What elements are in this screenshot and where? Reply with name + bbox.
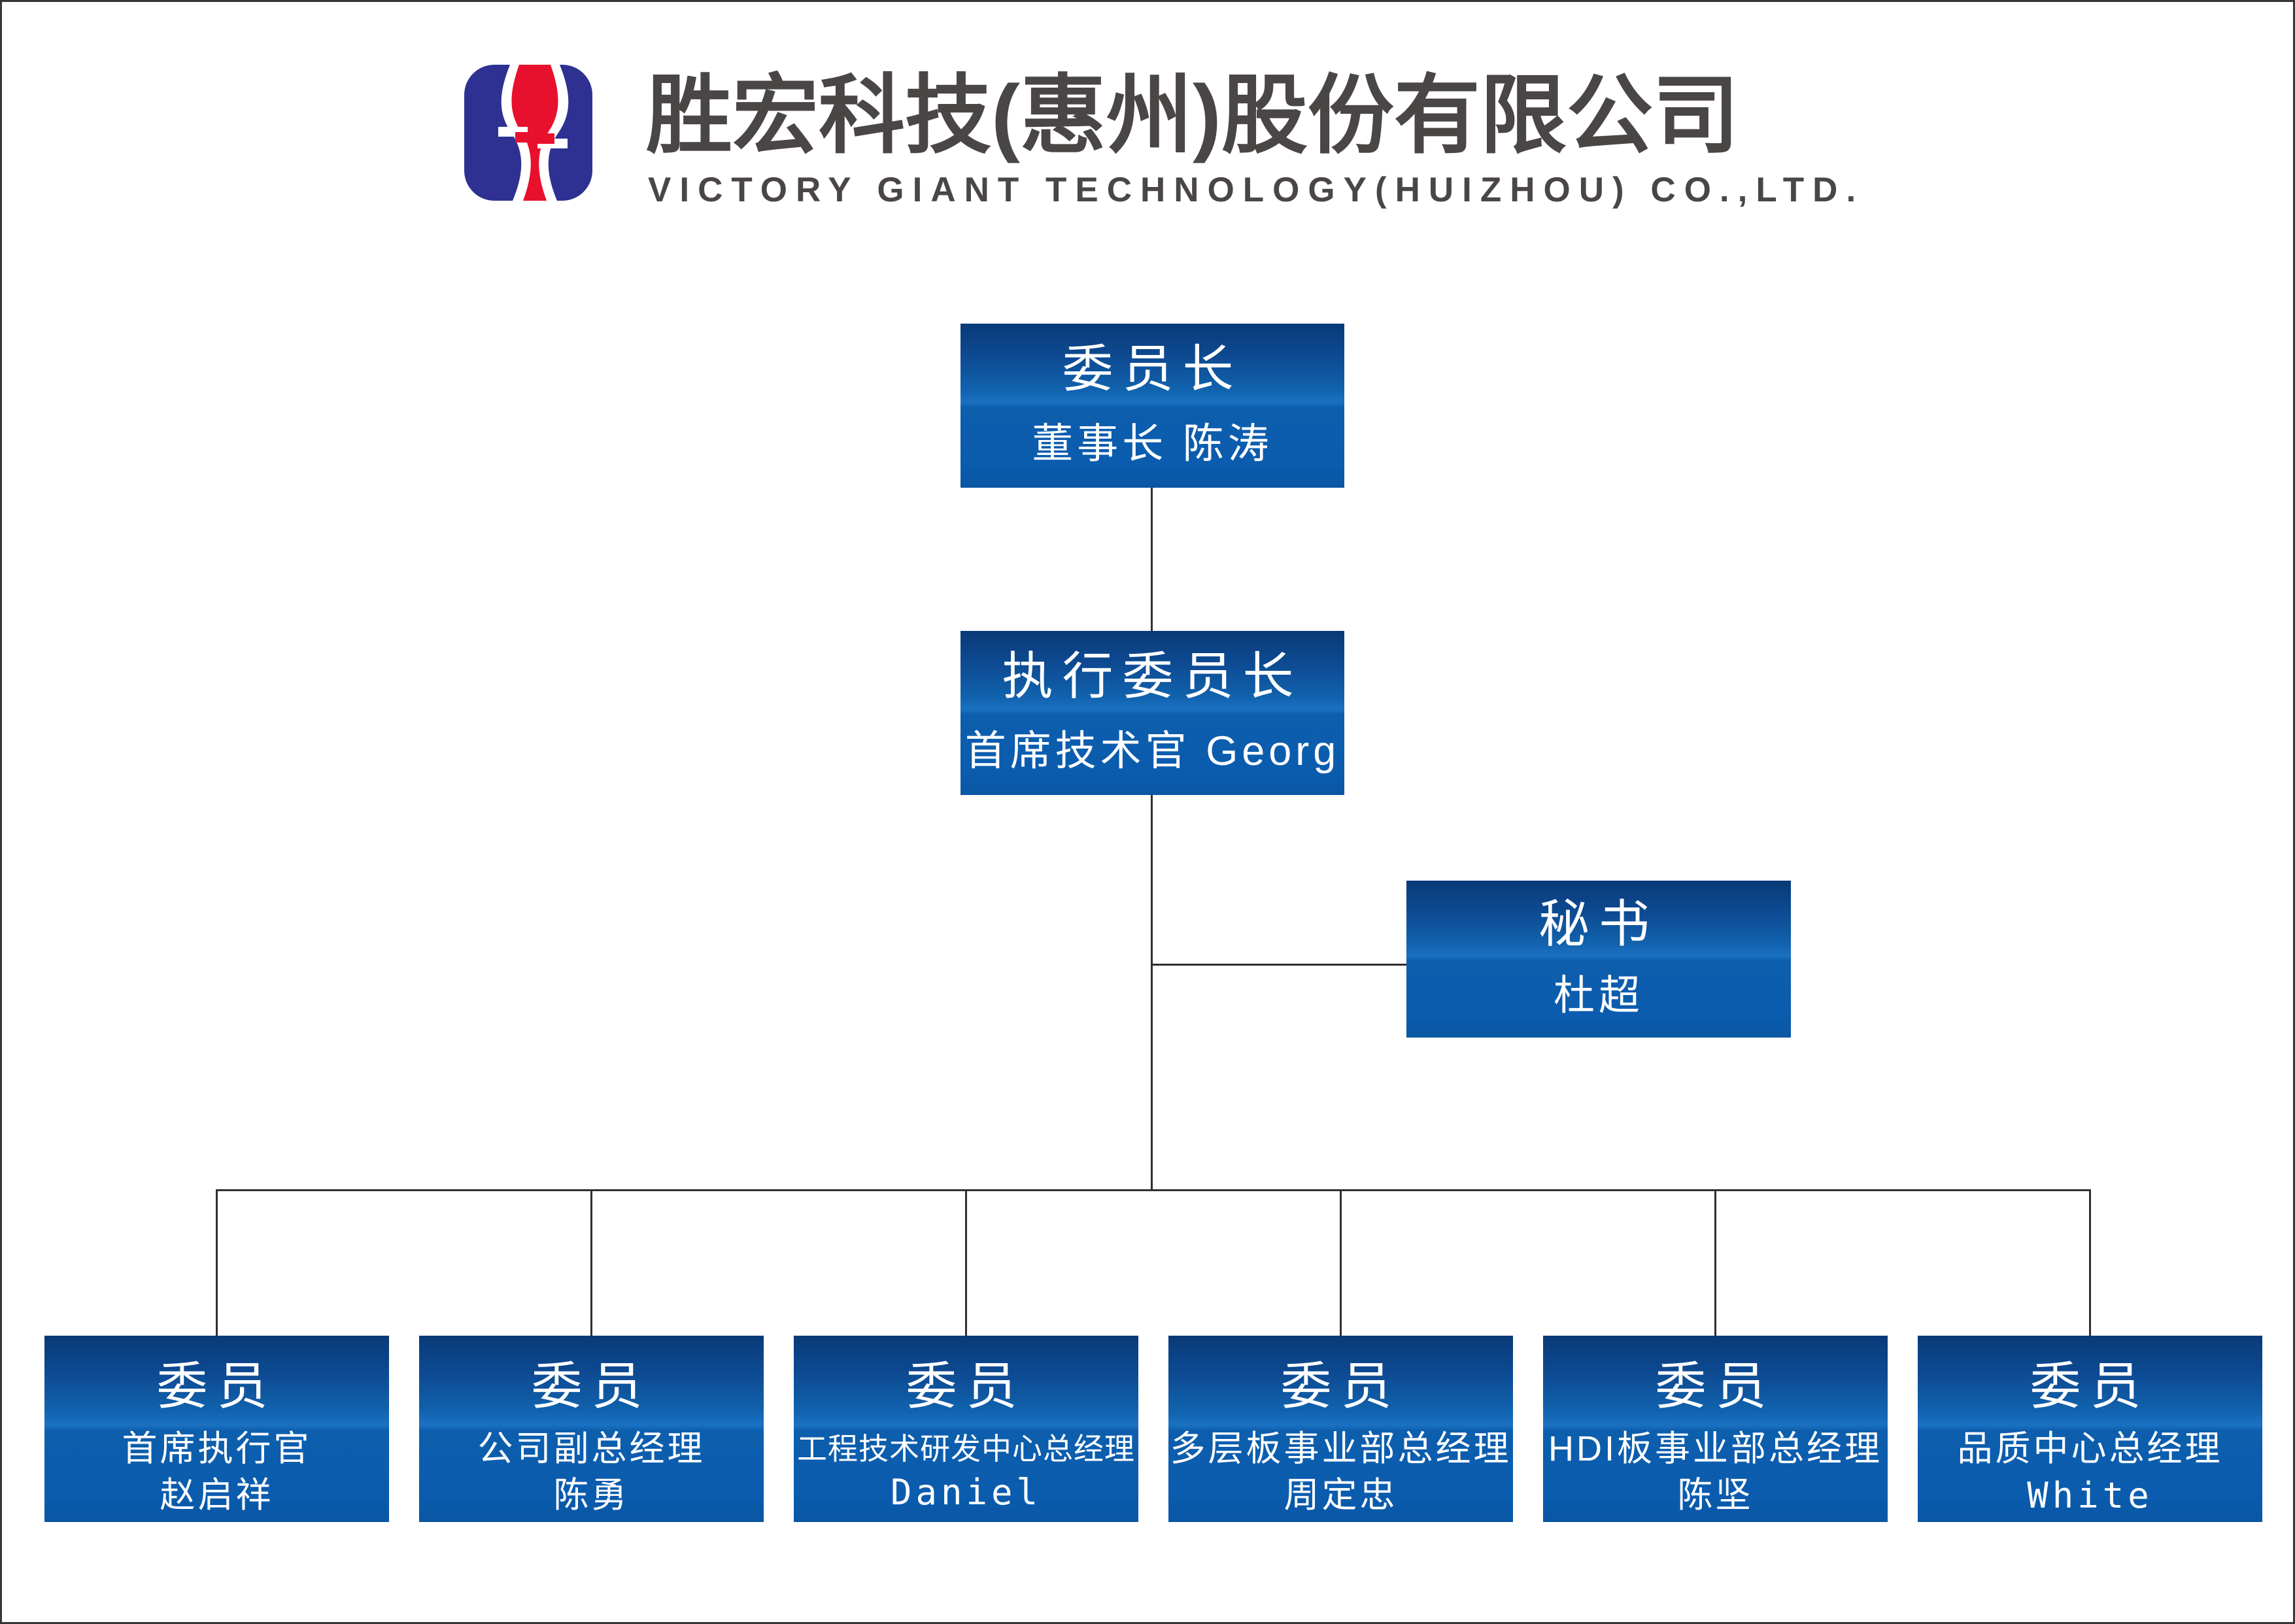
- node-title: 执行委员长: [1002, 647, 1303, 705]
- org-node-member-2: 委员 公司副总经理 陈勇: [419, 1336, 764, 1522]
- node-person: 陈坚: [1677, 1476, 1754, 1515]
- node-person: Daniel: [890, 1472, 1042, 1514]
- node-subtitle: 多层板事业部总经理: [1170, 1429, 1512, 1469]
- node-title: 委员: [1655, 1357, 1776, 1415]
- node-title: 委员: [531, 1357, 652, 1415]
- node-person: White: [2027, 1475, 2153, 1517]
- node-title: 委员长: [1062, 339, 1243, 398]
- node-title: 委员: [156, 1357, 277, 1415]
- org-node-member-1: 委员 首席执行官 赵启祥: [44, 1336, 389, 1522]
- connector-drop-2: [590, 1191, 592, 1336]
- node-subtitle: 首席技术官 Georg: [964, 728, 1340, 774]
- company-title-en: VICTORY GIANT TECHNOLOGY(HUIZHOU) CO.,LT…: [648, 170, 1865, 209]
- org-node-secretary: 秘书 杜超: [1406, 881, 1791, 1038]
- node-subtitle: 杜超: [1554, 972, 1644, 1019]
- node-subtitle: HDI板事业部总经理: [1548, 1429, 1882, 1469]
- org-node-exec-chairman: 执行委员长 首席技术官 Georg: [960, 631, 1344, 795]
- connector-drop-5: [1714, 1191, 1716, 1336]
- node-person: 赵启祥: [160, 1476, 274, 1515]
- node-subtitle: 公司副总经理: [477, 1429, 706, 1469]
- node-person: 陈勇: [553, 1476, 630, 1515]
- node-subtitle: 董事长 陈涛: [1032, 420, 1273, 467]
- org-node-member-5: 委员 HDI板事业部总经理 陈坚: [1543, 1336, 1888, 1522]
- node-subtitle: 品质中心总经理: [1957, 1429, 2223, 1469]
- org-node-member-6: 委员 品质中心总经理 White: [1918, 1336, 2262, 1522]
- node-subtitle: 工程技术研发中心总经理: [797, 1432, 1135, 1466]
- connector-trunk: [1151, 795, 1153, 1191]
- company-logo-icon: [464, 65, 592, 202]
- node-title: 委员: [1280, 1357, 1401, 1415]
- node-title: 委员: [2030, 1357, 2150, 1415]
- node-person: 周定忠: [1284, 1476, 1398, 1515]
- node-subtitle: 首席执行官: [122, 1429, 312, 1469]
- org-node-member-4: 委员 多层板事业部总经理 周定忠: [1168, 1336, 1513, 1522]
- connector-chairman-exec: [1151, 488, 1153, 631]
- connector-distribution: [216, 1189, 2091, 1191]
- company-title-cn: 胜宏科技(惠州)股份有限公司: [646, 67, 1739, 163]
- node-title: 秘书: [1538, 895, 1659, 953]
- connector-secretary-stub: [1151, 964, 1406, 966]
- connector-drop-1: [216, 1191, 218, 1336]
- connector-drop-3: [965, 1191, 967, 1336]
- connector-drop-6: [2089, 1191, 2091, 1336]
- connector-drop-4: [1340, 1191, 1342, 1336]
- org-node-member-3: 委员 工程技术研发中心总经理 Daniel: [794, 1336, 1138, 1522]
- node-title: 委员: [906, 1357, 1027, 1415]
- org-node-chairman: 委员长 董事长 陈涛: [960, 324, 1344, 488]
